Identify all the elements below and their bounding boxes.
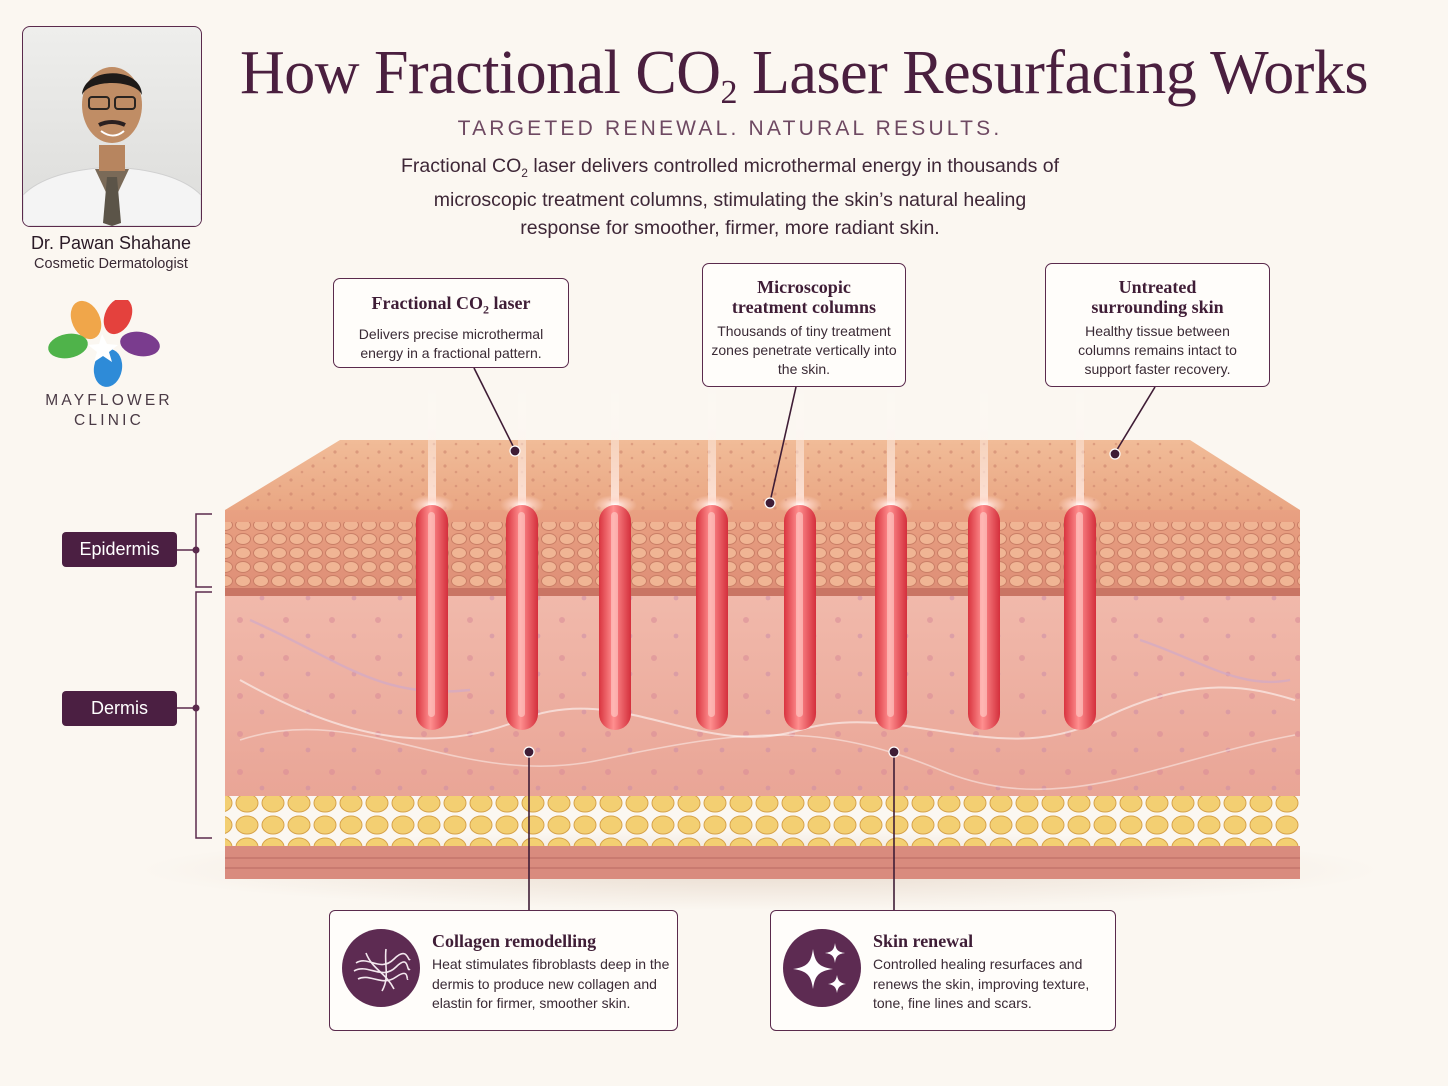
dermis-label: Dermis bbox=[62, 691, 177, 726]
laser-beam bbox=[611, 385, 619, 510]
benefit-title: Collagen remodelling bbox=[432, 931, 597, 951]
laser-beam bbox=[796, 385, 804, 510]
treatment-column-highlight bbox=[796, 512, 803, 717]
tagline: TARGETED RENEWAL. NATURAL RESULTS. bbox=[457, 117, 1003, 140]
treatment-column-highlight bbox=[708, 512, 715, 717]
laser-beam bbox=[518, 385, 526, 510]
benefit-title: Skin renewal bbox=[873, 931, 974, 951]
treatment-column-highlight bbox=[1076, 512, 1083, 717]
treatment-column-highlight bbox=[518, 512, 525, 717]
treatment-column-highlight bbox=[428, 512, 435, 717]
treatment-columns bbox=[410, 385, 1102, 730]
laser-beam bbox=[428, 385, 436, 510]
laser-beam bbox=[887, 385, 895, 510]
treatment-column-highlight bbox=[980, 512, 987, 717]
doctor-photo bbox=[22, 26, 202, 227]
intro-text: Fractional CO2 laser delivers controlled… bbox=[400, 155, 1060, 239]
callout-body: Thousands of tiny treatment zones penetr… bbox=[711, 323, 897, 377]
doctor-name: Dr. Pawan Shahane bbox=[30, 233, 192, 253]
page-title: How Fractional CO2 Laser Resurfacing Wor… bbox=[240, 39, 1368, 111]
benefit-body: Controlled healing resurfaces and renews… bbox=[873, 956, 1090, 1011]
epidermis-label: Epidermis bbox=[62, 532, 177, 567]
mayflower-flower-logo-icon bbox=[48, 300, 160, 387]
callout-body: Healthy tissue between columns remains i… bbox=[1078, 323, 1237, 377]
laser-beam bbox=[1076, 385, 1084, 510]
treatment-column-highlight bbox=[611, 512, 618, 717]
doctor-role: Cosmetic Dermatologist bbox=[34, 256, 188, 272]
laser-beam bbox=[980, 385, 988, 510]
callout-body: Delivers precise microthermal energy in … bbox=[358, 325, 544, 361]
laser-beam bbox=[708, 385, 716, 510]
collagen-fibers-icon bbox=[342, 929, 420, 1007]
benefit-card-collagen: Collagen remodelling Heat stimulates fib… bbox=[329, 910, 678, 1031]
callout-title: Fractional CO2 laser bbox=[371, 293, 531, 317]
benefit-card-skin-renewal: Skin renewal Controlled healing resurfac… bbox=[770, 910, 1116, 1031]
callout-fractional-laser: Fractional CO2 laser Delivers precise mi… bbox=[333, 278, 569, 368]
benefit-body: Heat stimulates fibroblasts deep in the … bbox=[432, 956, 670, 1011]
treatment-column-highlight bbox=[887, 512, 894, 717]
sparkle-icon bbox=[783, 929, 861, 1007]
doctor-portrait-icon bbox=[23, 67, 201, 226]
